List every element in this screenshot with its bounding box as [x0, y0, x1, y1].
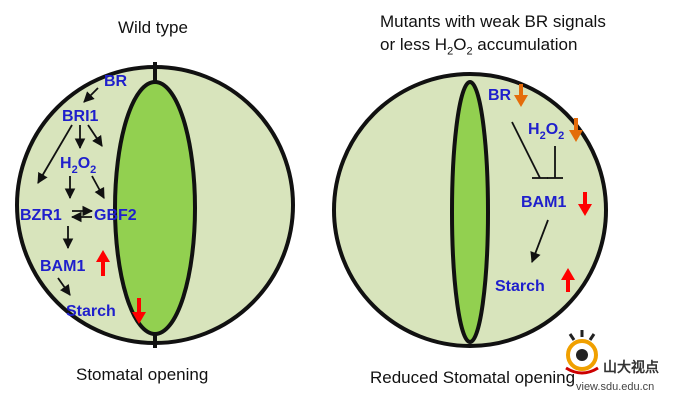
label-bzr1: BZR1 — [20, 207, 62, 224]
right-br-down-arrow — [514, 84, 528, 107]
arrow-h2o2-gbf2 — [91, 175, 105, 199]
left-pathway-labels: BR BRI1 H2O2 BZR1 GBF2 BAM1 Starch — [20, 73, 137, 320]
left-caption: Stomatal opening — [76, 365, 209, 384]
right-caption: Reduced Stomatal opening — [370, 368, 576, 387]
left-stomatal-pore — [113, 80, 197, 336]
right-bam1-down-arrow — [578, 192, 592, 216]
arrow-bri1-right — [87, 124, 103, 147]
right-title-line2: or less H2O2 accumulation — [380, 35, 578, 58]
left-starch-down-arrow — [132, 298, 146, 324]
label-starch-right: Starch — [495, 278, 545, 295]
right-h2o2-down-arrow — [569, 118, 583, 142]
left-guard-cell — [15, 62, 295, 348]
watermark-eye-icon — [566, 339, 598, 371]
left-title: Wild type — [118, 18, 188, 37]
right-starch-up-arrow — [561, 268, 575, 292]
left-pathway-arrows — [37, 87, 105, 296]
label-br: BR — [104, 73, 128, 90]
arrow-bri1-left — [37, 124, 73, 184]
label-bam1-right: BAM1 — [521, 194, 566, 211]
right-pathway-labels: BR H2O2 BAM1 Starch — [488, 87, 566, 295]
label-h2o2-right: H2O2 — [528, 121, 564, 142]
arrow-bam1-starch-right — [530, 219, 549, 264]
watermark-url: view.sdu.edu.cn — [576, 381, 655, 393]
label-bam1: BAM1 — [40, 258, 85, 275]
label-br-right: BR — [488, 87, 512, 104]
right-stomatal-pore — [450, 80, 490, 344]
watermark-logo — [565, 330, 599, 375]
label-gbf2: GBF2 — [94, 207, 137, 224]
right-title-line1: Mutants with weak BR signals — [380, 12, 606, 31]
label-bri1: BRI1 — [62, 108, 99, 125]
arrow-bam1-starch — [57, 277, 71, 296]
label-starch: Starch — [66, 303, 116, 320]
left-bam1-up-arrow — [96, 250, 110, 276]
label-h2o2: H2O2 — [60, 155, 96, 176]
right-pathway-connectors — [511, 121, 563, 264]
arrow-br-bri1 — [83, 87, 99, 103]
inhibit-br-bam1 — [511, 121, 541, 179]
watermark-chinese-text: 山大视点 — [603, 359, 659, 375]
right-guard-cell — [332, 72, 608, 348]
